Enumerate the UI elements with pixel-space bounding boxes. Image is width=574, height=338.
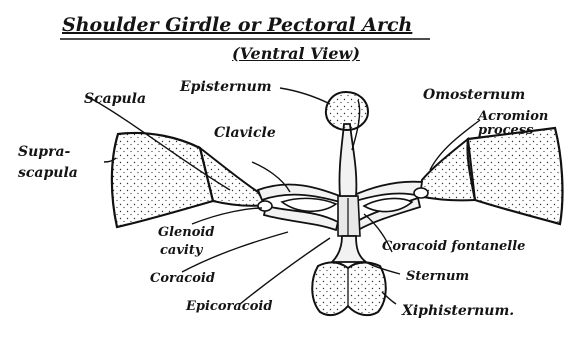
label-sternum: Sternum	[406, 270, 469, 283]
label-acromion-process: Acromion process	[478, 110, 548, 137]
label-epicoracoid: Epicoracoid	[186, 300, 272, 313]
right-suprascapula	[467, 128, 562, 224]
label-suprascapula-line1: Supra-	[18, 145, 70, 159]
right-glenoid-cavity	[414, 188, 428, 198]
sternum	[332, 236, 366, 262]
label-glenoid-line2: cavity	[160, 244, 202, 257]
label-omosternum: Omosternum	[423, 88, 525, 102]
left-suprascapula	[112, 133, 213, 227]
label-clavicle: Clavicle	[214, 126, 276, 140]
label-suprascapula-line2: scapula	[18, 166, 78, 180]
episternum	[326, 92, 368, 130]
label-xiphisternum: Xiphisternum.	[402, 304, 514, 318]
left-glenoid-cavity	[258, 201, 272, 211]
diagram-title: Shoulder Girdle or Pectoral Arch	[62, 16, 412, 35]
label-scapula: Scapula	[84, 92, 146, 106]
label-episternum: Episternum	[180, 80, 272, 94]
xiphisternum	[312, 262, 386, 315]
omosternum	[339, 124, 356, 196]
diagram-subtitle: (Ventral View)	[232, 46, 360, 62]
epicoracoid	[338, 196, 360, 236]
label-coracoid: Coracoid	[150, 272, 215, 285]
label-coracoid-fontanelle: Coracoid fontanelle	[382, 240, 525, 253]
label-glenoid-line1: Glenoid	[158, 226, 214, 239]
